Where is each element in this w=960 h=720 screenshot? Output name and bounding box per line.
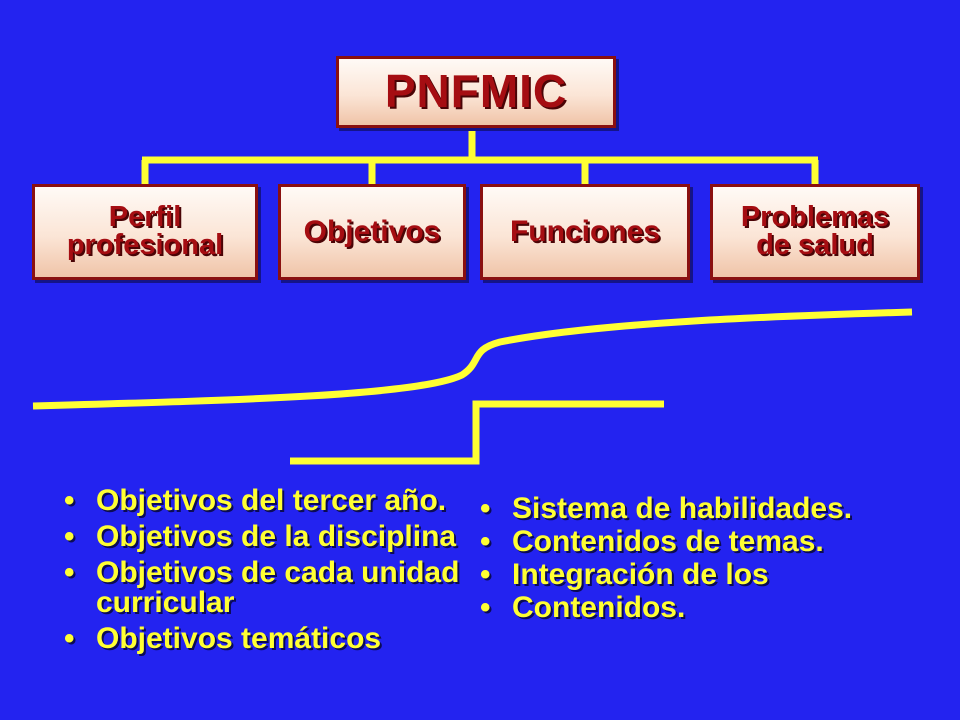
box-funciones-label: Funciones: [509, 214, 660, 248]
box-problemas-de-salud: Problemas de salud: [710, 184, 920, 280]
box-perfil-line1: Perfil: [108, 201, 182, 234]
box-objetivos-label: Objetivos: [303, 214, 441, 248]
list-item: Objetivos de la disciplina: [60, 522, 460, 553]
curved-brace-line: [32, 308, 913, 410]
list-item: Objetivos del tercer año.: [60, 486, 460, 517]
left-bullet-list: Objetivos del tercer año. Objetivos de l…: [60, 486, 460, 660]
box-problemas-line2: de salud: [756, 229, 874, 261]
list-item: Contenidos.: [476, 593, 956, 624]
list-item: Contenidos de temas.: [476, 527, 956, 558]
root-title: PNFMIC: [384, 65, 568, 118]
box-perfil-profesional: Perfil profesional: [32, 184, 258, 280]
root-box: PNFMIC: [336, 56, 616, 128]
list-item: Objetivos temáticos: [60, 624, 460, 655]
box-objetivos: Objetivos: [278, 184, 466, 280]
step-line: [290, 400, 664, 465]
box-funciones: Funciones: [480, 184, 690, 280]
box-perfil-line2: profesional: [66, 229, 224, 261]
right-bullet-list: Sistema de habilidades. Contenidos de te…: [476, 494, 956, 626]
list-item: Objetivos de cada unidad curricular: [60, 558, 460, 618]
box-problemas-line1: Problemas: [740, 201, 890, 234]
list-item: Integración de los: [476, 560, 956, 591]
list-item: Sistema de habilidades.: [476, 494, 956, 525]
